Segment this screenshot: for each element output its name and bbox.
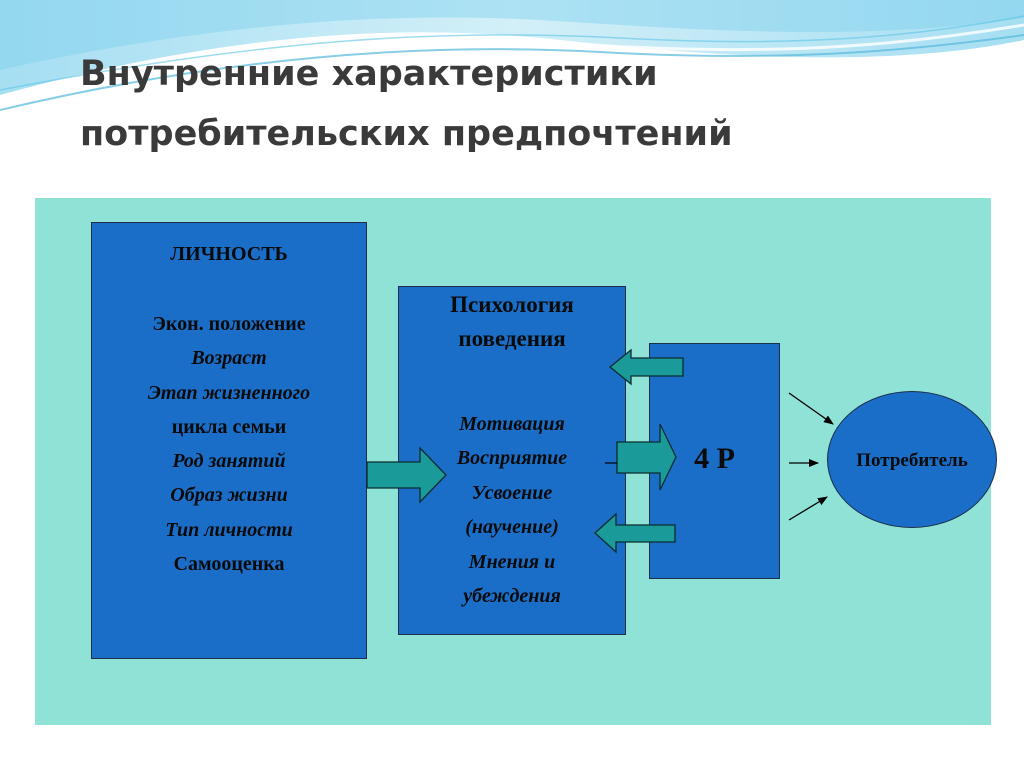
- psychology-item: убеждения: [463, 585, 561, 608]
- personality-item: цикла семьи: [171, 415, 287, 438]
- psychology-heading: Психология поведения: [399, 288, 625, 356]
- personality-item: Образ жизни: [170, 484, 288, 507]
- psychology-item: Восприятие: [456, 447, 568, 470]
- header-wave-decoration: [0, 0, 1024, 111]
- personality-list: Экон. положение Возраст Этап жизненного …: [92, 307, 366, 581]
- psychology-item: (научение): [465, 516, 559, 539]
- personality-heading: ЛИЧНОСТЬ: [170, 243, 288, 265]
- personality-item: Возраст: [191, 347, 267, 370]
- four-p-label: 4 P: [694, 442, 735, 475]
- personality-item: Экон. положение: [152, 313, 306, 335]
- consumer-ellipse: [827, 391, 997, 528]
- page-title-line-2: потребительских предпочтений: [80, 114, 733, 154]
- personality-item: Род занятий: [172, 450, 286, 473]
- psychology-item: Мнения и: [468, 550, 556, 573]
- psychology-item: Мотивация: [459, 413, 565, 435]
- personality-box: ЛИЧНОСТЬ Экон. положение Возраст Этап жи…: [91, 222, 367, 659]
- personality-item: Тип личности: [165, 518, 293, 541]
- consumer-label: Потребитель: [856, 450, 968, 471]
- page-title: Внутренние характеристики потребительски…: [80, 44, 980, 164]
- four-p-box: 4 P: [649, 343, 780, 579]
- personality-item: Этап жизненного: [147, 381, 311, 404]
- psychology-heading-line-1: Психология: [450, 292, 574, 317]
- page-title-line-1: Внутренние характеристики: [80, 54, 658, 94]
- personality-item: Самооценка: [173, 553, 285, 576]
- psychology-list: Мотивация Восприятие Усвоение (научение)…: [399, 407, 625, 613]
- psychology-box: Психология поведения Мотивация Восприяти…: [398, 286, 626, 635]
- psychology-heading-line-2: поведения: [458, 326, 566, 351]
- psychology-item: Усвоение: [471, 481, 553, 504]
